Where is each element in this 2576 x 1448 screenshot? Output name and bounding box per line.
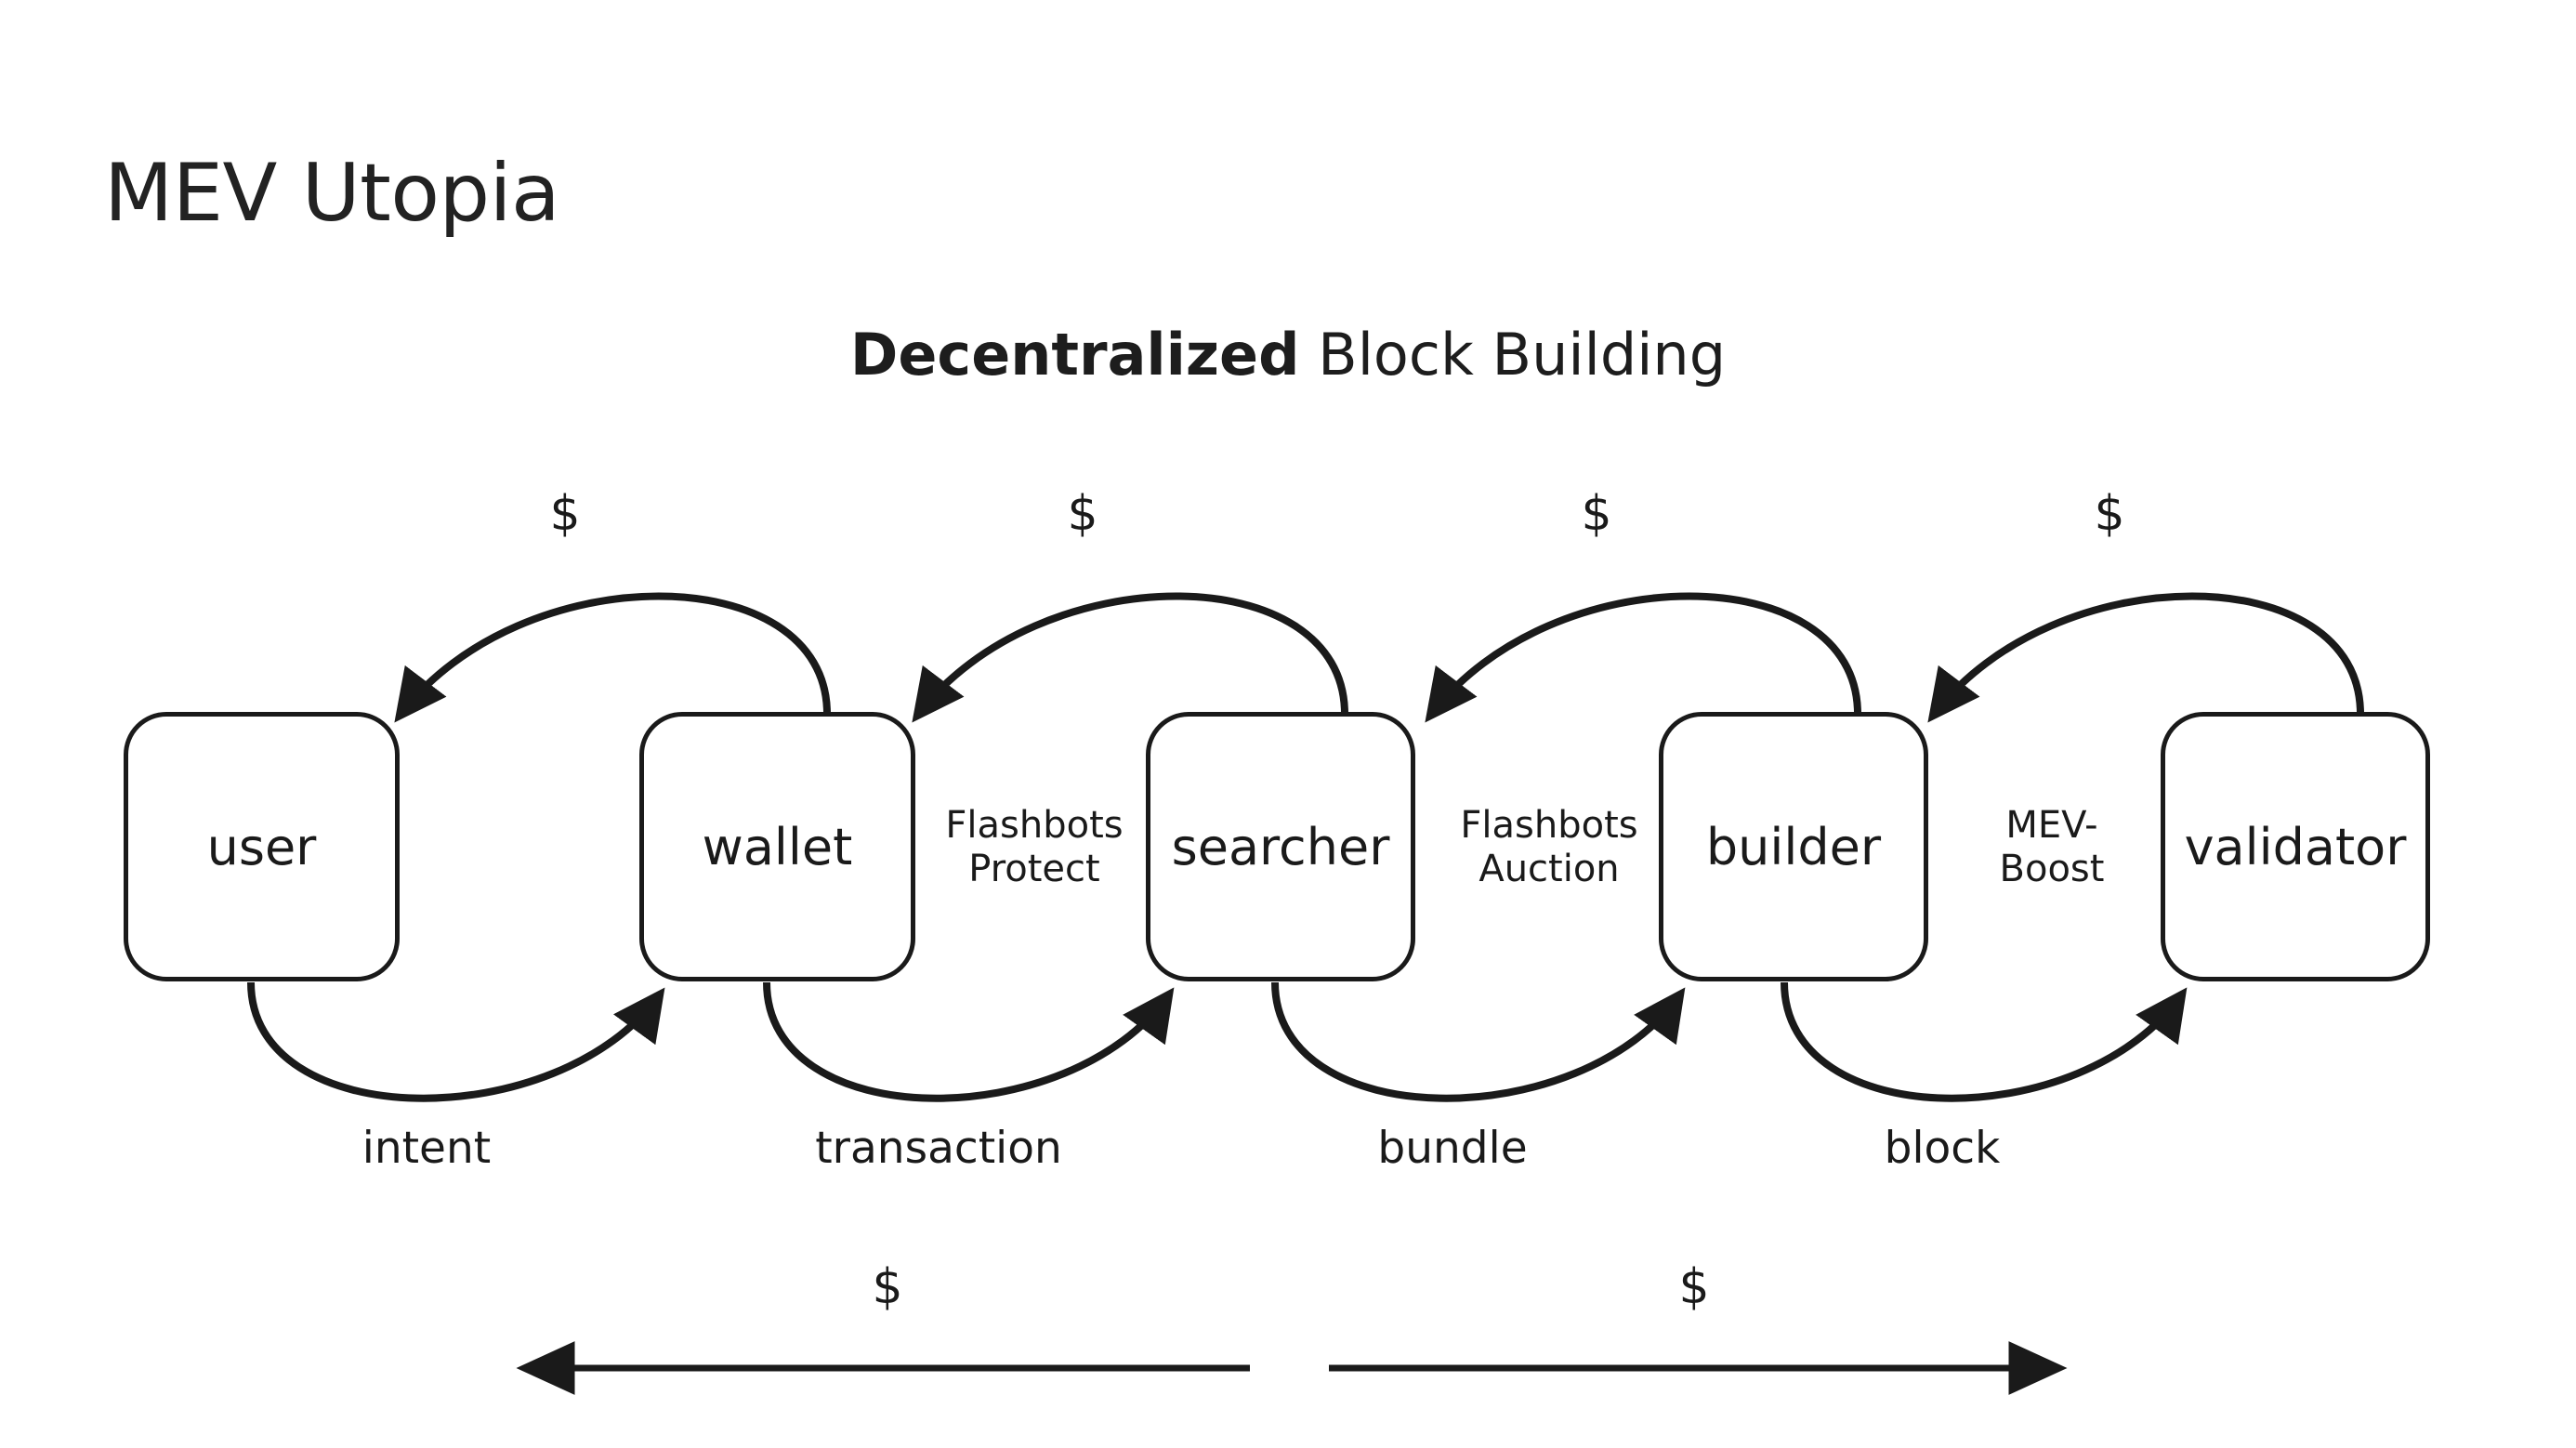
money-label-wallet-to-user: $	[549, 486, 581, 542]
money-label-builder-to-searcher: $	[1581, 486, 1612, 542]
money-arc-validator-to-builder	[1927, 592, 2364, 723]
money-arc-searcher-to-wallet	[912, 592, 1348, 723]
flow-label-intent: intent	[361, 1123, 492, 1174]
money-label-searcher-to-wallet: $	[1067, 486, 1098, 542]
money-label-arrow-right: $	[1678, 1259, 1710, 1315]
flow-arc-wallet-to-searcher	[763, 981, 1175, 1102]
node-wallet[interactable]: wallet	[639, 712, 915, 981]
page-title: MEV Utopia	[104, 147, 560, 240]
edge-label-flashbots-protect: Flashbots Protect	[945, 804, 1124, 891]
node-builder-label: builder	[1705, 817, 1882, 876]
flow-arc-group	[247, 981, 2188, 1102]
node-searcher-label: searcher	[1171, 817, 1390, 876]
node-user[interactable]: user	[124, 712, 400, 981]
money-arc-wallet-to-user	[394, 592, 831, 723]
flow-label-block: block	[1884, 1123, 2001, 1174]
diagram-subtitle: Decentralized Block Building	[0, 321, 2576, 388]
node-builder[interactable]: builder	[1659, 712, 1928, 981]
money-arc-builder-to-searcher	[1425, 592, 1861, 723]
node-searcher[interactable]: searcher	[1146, 712, 1415, 981]
flow-arc-user-to-wallet	[247, 981, 665, 1102]
subtitle-rest: Block Building	[1299, 321, 1727, 388]
node-validator[interactable]: validator	[2161, 712, 2430, 981]
edge-label-flashbots-auction: Flashbots Auction	[1460, 804, 1638, 891]
node-user-label: user	[206, 817, 317, 876]
money-label-validator-to-builder: $	[2094, 486, 2125, 542]
flow-arc-builder-to-validator	[1781, 981, 2188, 1102]
edge-label-mev-boost: MEV- Boost	[1999, 804, 2105, 891]
flow-label-bundle: bundle	[1377, 1123, 1528, 1174]
flow-label-transaction: transaction	[815, 1123, 1062, 1174]
flow-arc-searcher-to-builder	[1271, 981, 1686, 1102]
subtitle-bold-word: Decentralized	[849, 321, 1300, 388]
node-validator-label: validator	[2184, 817, 2407, 876]
node-wallet-label: wallet	[702, 817, 853, 876]
money-arc-group	[394, 592, 2364, 723]
money-label-arrow-left: $	[872, 1259, 903, 1315]
